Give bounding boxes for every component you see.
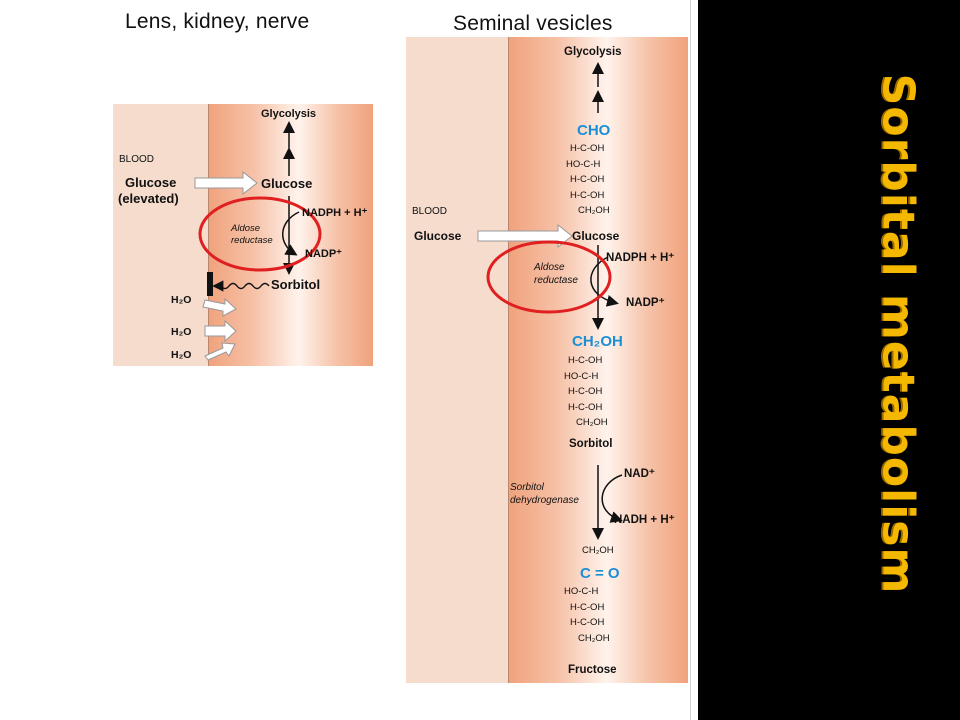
glucose-cell-label: Glucose bbox=[261, 176, 313, 191]
sorbitol-dehydrogenase-label-2: dehydrogenase bbox=[510, 495, 579, 506]
sorbitol-chain-row: H-C-OH bbox=[568, 386, 603, 397]
fructose-chain-row: H-C-OH bbox=[570, 601, 605, 613]
water-label-3: H₂O bbox=[171, 349, 192, 361]
sorbitol-label: Sorbitol bbox=[271, 277, 321, 292]
cell-membrane bbox=[208, 104, 209, 366]
carbonyl-label: C = O bbox=[580, 565, 620, 582]
fructose-ch2oh-label: CH₂OH bbox=[582, 545, 614, 556]
glycolysis-label: Glycolysis bbox=[564, 46, 622, 58]
glucose-chain-row: HO-C-H bbox=[566, 158, 601, 170]
nadph-label: NADPH + H⁺ bbox=[302, 207, 368, 219]
nadp-label: NADP⁺ bbox=[305, 248, 342, 260]
nadph-label: NADPH + H⁺ bbox=[606, 252, 675, 264]
glucose-chain-row: H-C-OH bbox=[570, 189, 605, 201]
fructose-structure: HO-C-H H-C-OH H-C-OH CH₂OH bbox=[564, 584, 610, 646]
title-sidebar bbox=[698, 0, 960, 720]
fructose-chain-row: H-C-OH bbox=[570, 617, 605, 628]
glucose-chain-row: CH₂OH bbox=[578, 205, 610, 216]
blood-label: BLOOD bbox=[412, 206, 448, 217]
fructose-chain-row: CH₂OH bbox=[578, 632, 610, 644]
glucose-elevated-label: Glucose bbox=[125, 175, 177, 190]
fructose-label: Fructose bbox=[568, 664, 617, 676]
water-label-2: H₂O bbox=[171, 326, 192, 338]
cho-label: CHO bbox=[577, 122, 611, 139]
nadp-label: NADP⁺ bbox=[626, 297, 665, 309]
cell-membrane bbox=[508, 37, 509, 683]
sorbitol-chain-row: H-C-OH bbox=[568, 401, 603, 413]
left-arrows bbox=[194, 121, 322, 361]
ch2oh-label: CH₂OH bbox=[572, 333, 623, 350]
sorbitol-chain-row: CH₂OH bbox=[576, 417, 608, 428]
aldose-reductase-label-2: reductase bbox=[231, 235, 273, 246]
glucose-structure: H-C-OH HO-C-H H-C-OH H-C-OH CH₂OH bbox=[566, 141, 610, 219]
heading-seminal-vesicles: Seminal vesicles bbox=[453, 12, 613, 35]
sidebar-divider bbox=[690, 0, 691, 720]
aldose-reductase-label: Aldose bbox=[534, 262, 565, 273]
sorbitol-chain-row: HO-C-H bbox=[564, 370, 599, 382]
blood-label: BLOOD bbox=[119, 154, 155, 165]
water-label-1: H₂O bbox=[171, 294, 192, 306]
aldose-reductase-label-2: reductase bbox=[534, 275, 578, 286]
sorbitol-dehydrogenase-label: Sorbitol bbox=[510, 482, 544, 493]
glycolysis-label: Glycolysis bbox=[261, 108, 317, 120]
glucose-cell-label: Glucose bbox=[572, 229, 620, 243]
glucose-elevated-label-2: (elevated) bbox=[118, 191, 179, 206]
fructose-chain-row: HO-C-H bbox=[564, 586, 599, 597]
left-diagram: BLOOD Glycolysis Glucose (elevated) Gluc… bbox=[113, 104, 373, 366]
aldose-reductase-label: Aldose bbox=[231, 223, 261, 234]
cell-region bbox=[508, 37, 688, 683]
heading-lens-kidney-nerve: Lens, kidney, nerve bbox=[125, 10, 310, 33]
right-diagram: Glycolysis CHO H-C-OH HO-C-H H-C-OH H-C-… bbox=[406, 37, 688, 683]
sorbitol-label: Sorbitol bbox=[569, 438, 613, 450]
glucose-chain-row: H-C-OH bbox=[570, 143, 605, 154]
nad-label: NAD⁺ bbox=[624, 468, 655, 480]
sorbitol-chain-row: H-C-OH bbox=[568, 355, 603, 366]
blood-region bbox=[406, 37, 508, 683]
blood-region bbox=[113, 104, 208, 366]
slide-title: Sorbital metabolism bbox=[872, 73, 924, 595]
right-arrows bbox=[477, 62, 623, 540]
sorbitol-structure: H-C-OH HO-C-H H-C-OH H-C-OH CH₂OH bbox=[564, 353, 608, 431]
glucose-chain-row: H-C-OH bbox=[570, 174, 605, 185]
glucose-blood-label: Glucose bbox=[414, 229, 462, 243]
nadh-label: NADH + H⁺ bbox=[614, 514, 675, 526]
